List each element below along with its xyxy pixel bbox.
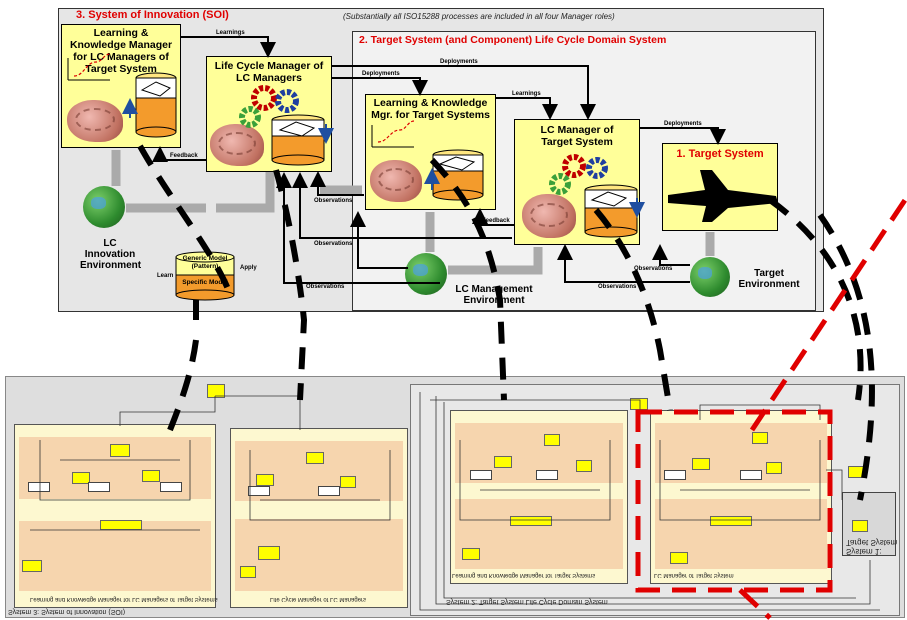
observations-label: Observations	[306, 284, 345, 290]
innovation-globe-icon	[83, 186, 125, 228]
bottom-domain-label: System 2: Target System Life Cycle Domai…	[446, 598, 608, 605]
target-system-title: 1. Target System	[676, 148, 764, 160]
highlight-chip	[462, 548, 480, 560]
model-cylinder: Generic Model (Pattern) Specific Model	[174, 251, 236, 301]
bottom-node	[740, 470, 762, 480]
bottom-node	[88, 482, 110, 492]
management-env-label: LC Management Environment	[455, 284, 533, 306]
brain-icon	[370, 160, 422, 202]
brain-icon	[210, 124, 264, 166]
highlight-chip	[240, 566, 256, 578]
observations-label: Observations	[598, 284, 637, 290]
deployments-label: Deployments	[362, 71, 400, 77]
bottom-panel2-label: Life Cycle Manager of LC Managers	[270, 596, 367, 602]
bottom-node	[664, 470, 686, 480]
learnings-label: Learnings	[512, 91, 541, 97]
bottom-panel4-label: LC Manager of Target System	[654, 572, 734, 578]
bottom-node	[248, 486, 270, 496]
brain-icon	[522, 194, 576, 238]
lc-manager-ts-title: LC Manager of Target System	[540, 124, 614, 148]
bottom-node	[318, 486, 340, 496]
innovation-env-label: LC Innovation Environment	[80, 238, 142, 271]
deployments-label: Deployments	[664, 121, 702, 127]
highlight-chip	[766, 462, 782, 474]
management-globe-icon	[405, 253, 447, 295]
highlight-chip	[510, 516, 552, 526]
highlight-chip	[670, 552, 688, 564]
bottom-target-label: System 1: Target System	[846, 538, 898, 556]
soi-title: 3. System of Innovation (SOI)	[76, 9, 229, 21]
highlight-chip	[22, 560, 42, 572]
specific-model-label: Specific Model	[182, 279, 228, 286]
target-system-box: 1. Target System	[662, 143, 778, 231]
highlight-chip	[576, 460, 592, 472]
observations-label: Observations	[314, 241, 353, 247]
lk-manager-lc-title: Learning & Knowledge Manager for LC Mana…	[69, 27, 173, 75]
highlight-chip	[256, 474, 274, 486]
generic-model-label: Generic Model (Pattern)	[182, 255, 228, 270]
learn-label: Learn	[157, 273, 174, 279]
deployments-label: Deployments	[440, 59, 478, 65]
highlight-chip	[752, 432, 768, 444]
highlight-chip	[848, 466, 864, 478]
target-globe-icon	[690, 257, 730, 297]
highlight-chip	[207, 384, 225, 398]
highlight-chip	[692, 458, 710, 470]
highlight-chip	[630, 398, 648, 410]
learnings-label: Learnings	[216, 30, 245, 36]
highlight-chip	[306, 452, 324, 464]
bottom-soi-label: System 3: System of Innovation (SOI)	[8, 608, 126, 615]
target-env-label: Target Environment	[738, 268, 800, 290]
bottom-node	[470, 470, 492, 480]
highlight-chip	[710, 516, 752, 526]
highlight-chip	[494, 456, 512, 468]
bottom-panel3-label: Learning and Knowledge Manager for Targe…	[452, 572, 596, 578]
highlight-chip	[110, 444, 130, 457]
bottom-node	[28, 482, 50, 492]
highlight-chip	[852, 520, 868, 532]
brain-icon	[67, 100, 123, 142]
iso-note: (Substantially all ISO15288 processes ar…	[343, 12, 615, 21]
highlight-chip	[142, 470, 160, 482]
feedback-label: Feedback	[482, 218, 510, 224]
bottom-panel1-label: Learning and Knowledge Manager for LC Ma…	[30, 596, 218, 602]
observations-label: Observations	[634, 266, 673, 272]
domain-title: 2. Target System (and Component) Life Cy…	[359, 34, 667, 46]
lc-manager-lc-title: Life Cycle Manager of LC Managers	[214, 60, 324, 84]
apply-label: Apply	[240, 265, 257, 271]
bottom-node	[160, 482, 182, 492]
highlight-chip	[340, 476, 356, 488]
highlight-chip	[544, 434, 560, 446]
highlight-chip	[100, 520, 142, 530]
lk-manager-ts-title: Learning & Knowledge Mgr. for Target Sys…	[371, 97, 490, 121]
observations-label: Observations	[314, 198, 353, 204]
feedback-label: Feedback	[170, 153, 198, 159]
highlight-chip	[258, 546, 280, 560]
bottom-node	[536, 470, 558, 480]
